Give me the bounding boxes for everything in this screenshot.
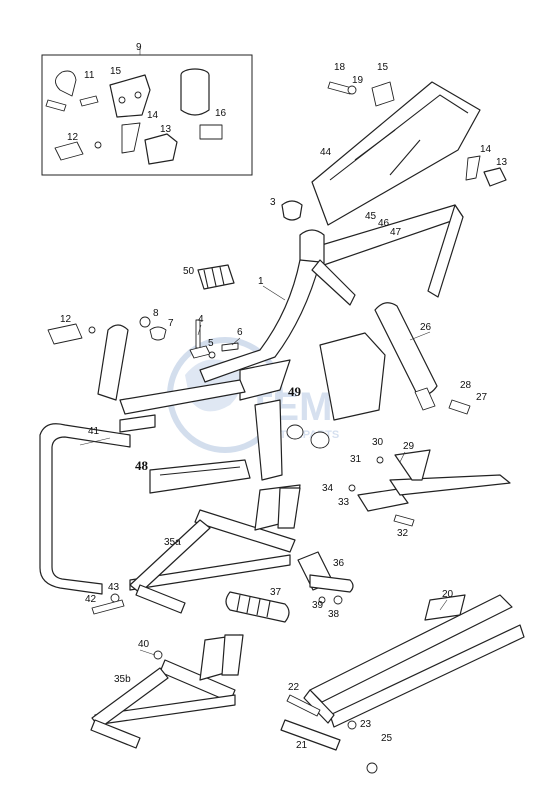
filter-part-50 xyxy=(197,264,235,290)
callout-14-side: 14 xyxy=(480,144,492,155)
callout-15-box: 15 xyxy=(110,66,122,77)
callout-3: 3 xyxy=(270,197,276,208)
callout-50: 50 xyxy=(183,266,195,277)
swingarm-part-35b xyxy=(90,634,244,749)
rear-swingarm-part-20 xyxy=(303,594,525,728)
callout-7: 7 xyxy=(168,318,174,329)
pivot-part-36 xyxy=(297,551,354,605)
callout-5: 5 xyxy=(208,338,214,349)
callout-45: 45 xyxy=(365,211,377,222)
seat-bolt-parts xyxy=(327,81,395,107)
callout-labels: 9 11 15 16 14 13 12 18 19 15 44 14 13 3 … xyxy=(60,42,508,751)
callout-46: 46 xyxy=(378,218,390,229)
callout-15-seat: 15 xyxy=(377,62,389,73)
callout-36: 36 xyxy=(333,558,345,569)
callout-18: 18 xyxy=(334,62,346,73)
lock-barrel-part-12-frame xyxy=(47,323,96,345)
callout-31: 31 xyxy=(350,454,362,465)
callout-6: 6 xyxy=(237,327,243,338)
callout-12-box: 12 xyxy=(67,132,79,143)
callout-39: 39 xyxy=(312,600,324,611)
callout-42: 42 xyxy=(85,594,97,605)
callout-32: 32 xyxy=(397,528,409,539)
callout-38: 38 xyxy=(328,609,340,620)
callout-22: 22 xyxy=(288,682,300,693)
callout-1: 1 xyxy=(258,276,264,287)
callout-16: 16 xyxy=(215,108,227,119)
clip-part-14 xyxy=(121,122,141,154)
lock-part-13 xyxy=(144,133,178,165)
callout-48: 48 xyxy=(135,458,149,473)
callout-47: 47 xyxy=(390,227,402,238)
stand-bracket-part-29 xyxy=(348,449,511,527)
callout-25: 25 xyxy=(381,733,393,744)
callout-41: 41 xyxy=(88,426,100,437)
bracket-part-15 xyxy=(109,74,151,118)
callout-4: 4 xyxy=(198,314,204,325)
shock-absorber-part-26 xyxy=(374,302,471,415)
callout-37: 37 xyxy=(270,587,282,598)
callout-27: 27 xyxy=(476,392,488,403)
callout-30: 30 xyxy=(372,437,384,448)
callout-9: 9 xyxy=(136,42,142,53)
bolt-parts-42-43 xyxy=(91,593,125,615)
front-bar-part-41 xyxy=(39,423,131,595)
leader-lines xyxy=(79,285,448,656)
axle-parts-21-25 xyxy=(280,694,378,774)
callout-28: 28 xyxy=(460,380,472,391)
callout-8: 8 xyxy=(153,308,159,319)
key-part-11 xyxy=(55,70,77,97)
callout-34: 34 xyxy=(322,483,334,494)
grip-part-37 xyxy=(225,591,290,623)
callout-33: 33 xyxy=(338,497,350,508)
callout-44: 44 xyxy=(320,147,332,158)
lock-barrel-part-12 xyxy=(54,141,84,161)
callout-13-box: 13 xyxy=(160,124,172,135)
cap-part-3 xyxy=(281,200,303,221)
callout-11: 11 xyxy=(84,70,95,81)
callout-21: 21 xyxy=(296,740,308,751)
lock-set-box xyxy=(41,48,253,176)
footrest-plate-part-48 xyxy=(149,459,251,494)
seat-pan-part-44 xyxy=(311,81,481,226)
callout-19: 19 xyxy=(352,75,364,86)
callout-40: 40 xyxy=(138,639,150,650)
callout-29: 29 xyxy=(403,441,415,452)
callout-49: 49 xyxy=(288,384,302,399)
callout-12-frame: 12 xyxy=(60,314,72,325)
callout-26: 26 xyxy=(420,322,432,333)
callout-13-side: 13 xyxy=(496,157,508,168)
main-frame-part-1 xyxy=(97,204,464,481)
side-lock-parts xyxy=(465,155,507,187)
callout-14-box: 14 xyxy=(147,110,159,121)
callout-43: 43 xyxy=(108,582,120,593)
callout-20: 20 xyxy=(442,589,454,600)
callout-35b: 35b xyxy=(114,674,131,685)
callout-23: 23 xyxy=(360,719,372,730)
swingarm-part-35a xyxy=(129,484,301,614)
callout-35a: 35a xyxy=(164,537,181,548)
